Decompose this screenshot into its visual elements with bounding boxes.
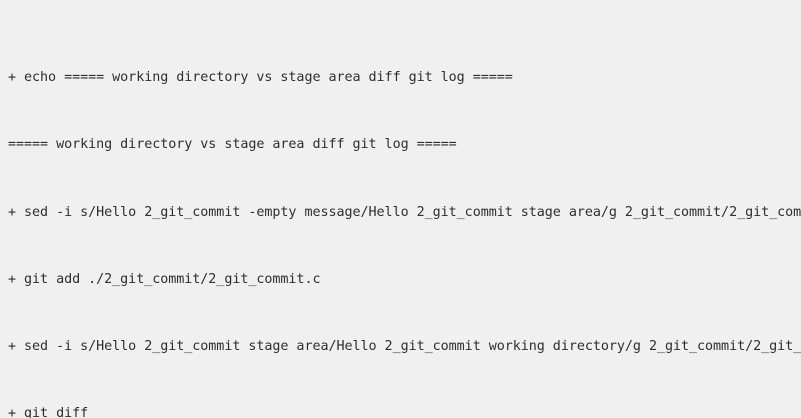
terminal-line: + git diff (8, 406, 89, 418)
terminal-line: + sed -i s/Hello 2_git_commit -empty mes… (8, 204, 801, 220)
terminal-line: + echo ===== working directory vs stage … (8, 70, 513, 86)
terminal-line: + sed -i s/Hello 2_git_commit stage area… (8, 339, 801, 355)
terminal-line: + git add ./2_git_commit/2_git_commit.c (8, 271, 321, 287)
terminal-line: ===== working directory vs stage area di… (8, 137, 457, 153)
console-output: + echo ===== working directory vs stage … (8, 0, 801, 418)
